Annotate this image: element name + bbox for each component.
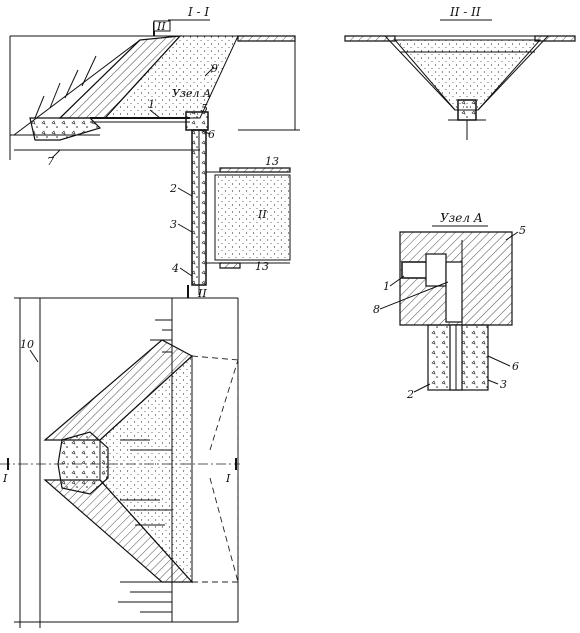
ground-hatch-top	[237, 35, 296, 42]
node-a-label-3: 3	[500, 378, 507, 391]
plan-well-head	[57, 431, 109, 495]
section-1-title: I - I	[187, 5, 209, 19]
node-a-flange	[425, 253, 447, 287]
node-a-label-5: 5	[519, 224, 526, 237]
section-1-view: I - I II 1 7	[9, 5, 300, 300]
well-inlet-2	[457, 99, 477, 121]
node-a-label-2: 2	[406, 388, 414, 401]
label-13b: 13	[255, 260, 269, 273]
slope-texture	[34, 55, 97, 119]
label-6: 6	[208, 128, 215, 141]
label-3: 3	[170, 218, 177, 231]
node-a-title: Узел А	[440, 211, 483, 225]
section-2-title: II - II	[449, 5, 481, 19]
label-4: 4	[171, 262, 179, 275]
toe-riprap	[29, 117, 102, 141]
section-marker-flag	[153, 20, 171, 32]
label-5: 5	[201, 102, 208, 115]
label-9: 9	[211, 62, 218, 75]
node-a-detail: Узел А 5 1 8 6 2 3	[373, 211, 526, 401]
node-a-label-6: 6	[512, 360, 519, 373]
left-slope-2	[384, 35, 456, 111]
plan-dash-1	[191, 355, 239, 361]
label-11: II	[257, 208, 267, 221]
ground-hatch-left	[344, 35, 396, 42]
label-7: 7	[47, 155, 54, 168]
plan-dash-4	[209, 477, 239, 583]
node-a-label-1: 1	[383, 280, 390, 293]
plan-marker-left: I	[2, 472, 8, 485]
plan-marker-right: I	[225, 472, 231, 485]
plan-dash-3	[209, 359, 239, 451]
label-node-a: Узел А	[172, 87, 211, 100]
right-slope-2	[477, 35, 549, 111]
plan-ticks-bottom	[118, 581, 172, 613]
plan-label-10: 10	[20, 338, 34, 351]
label-13a: 13	[265, 155, 279, 168]
inner-slope-line	[59, 39, 141, 119]
soil-hatch-13a	[219, 167, 291, 173]
plan-view: 10	[0, 297, 240, 628]
section-marker-bottom: II	[197, 287, 207, 300]
section-2-view: II - II	[344, 5, 576, 140]
plan-fill-ticks	[120, 439, 172, 526]
label-1: 1	[148, 98, 155, 111]
ground-hatch-right	[534, 35, 576, 42]
label-2: 2	[169, 182, 177, 195]
section-marker-top: II	[156, 20, 166, 33]
node-a-label-8: 8	[373, 303, 380, 316]
soil-hatch-13b	[219, 262, 241, 269]
node-a-riser	[445, 261, 463, 323]
soil-block-11	[214, 174, 291, 261]
